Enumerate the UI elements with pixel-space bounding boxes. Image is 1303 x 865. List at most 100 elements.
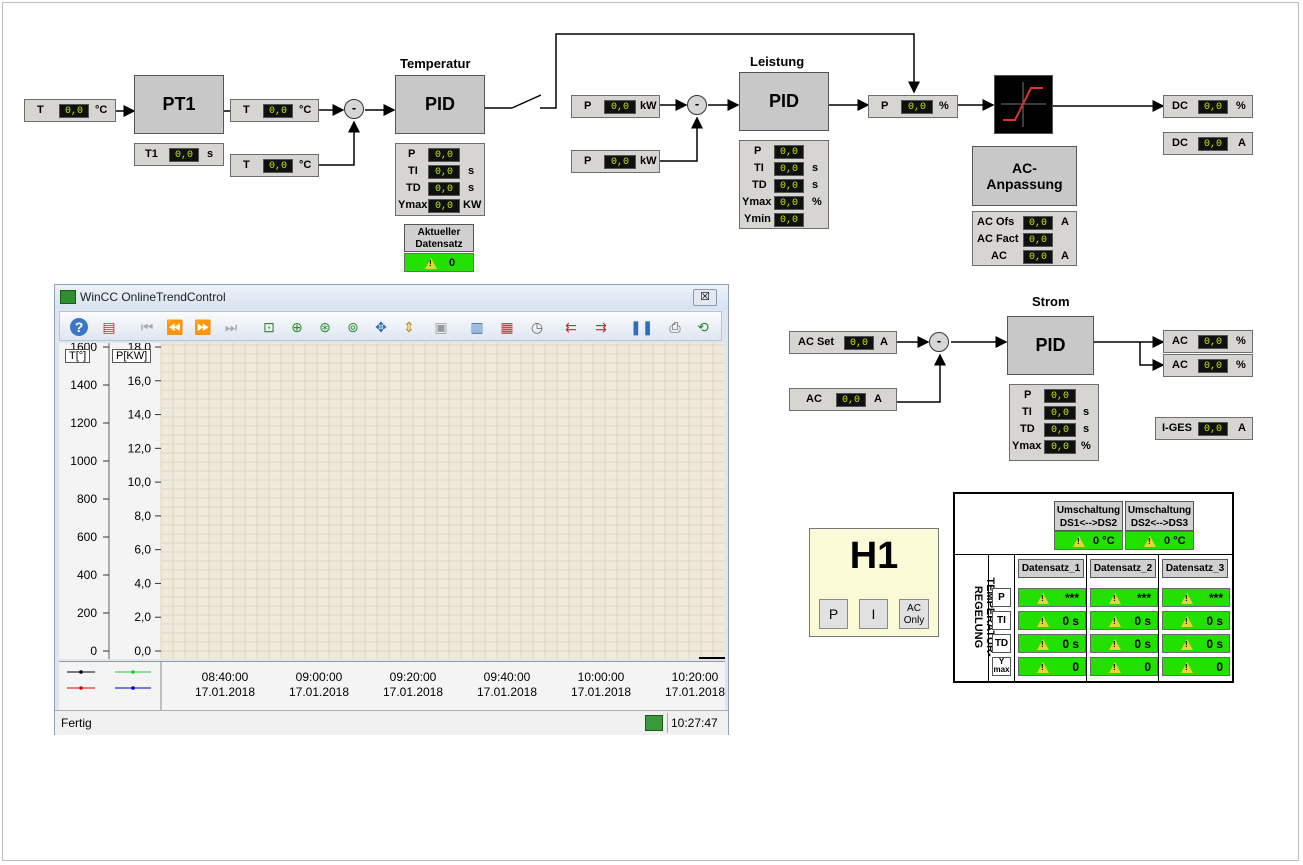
pid-leist-ymax-unit: % xyxy=(812,196,822,208)
stop-icon[interactable]: ❚❚ xyxy=(630,319,654,335)
input-t-value[interactable]: 0,0 xyxy=(59,104,89,118)
close-icon[interactable]: ☒ xyxy=(693,289,717,306)
h1-i-button[interactable]: I xyxy=(859,599,888,629)
help-icon[interactable]: ? xyxy=(70,318,88,336)
trend-app-icon xyxy=(60,290,76,304)
param-cell-value: *** xyxy=(1064,591,1079,605)
pid-temp-td-value[interactable]: 0,0 xyxy=(428,182,460,196)
param-cell[interactable]: *** xyxy=(1018,588,1086,607)
umschaltung-ds2-ds3-button[interactable]: Umschaltung DS2<-->DS3 xyxy=(1125,501,1194,531)
pid-strom-block[interactable]: PID xyxy=(1007,316,1094,375)
summing-junction-leistung: - xyxy=(687,95,707,115)
original-view-icon[interactable]: ▣ xyxy=(434,319,448,335)
p-in1-value[interactable]: 0,0 xyxy=(604,100,636,114)
ac-in-unit: A xyxy=(874,393,882,405)
pid-temperatur-block[interactable]: PID xyxy=(395,75,485,134)
first-record-icon[interactable]: ⏮ xyxy=(140,319,154,335)
pid-leist-p-value[interactable]: 0,0 xyxy=(774,145,804,159)
zoom-time-axis-icon[interactable]: ⊛ xyxy=(319,319,331,335)
y1-tick-label: 1000 xyxy=(70,454,97,468)
pid-strom-ti-label: TI xyxy=(1022,406,1032,418)
pid-temp-ymax-value[interactable]: 0,0 xyxy=(428,199,460,213)
p-out-value[interactable]: 0,0 xyxy=(901,100,933,114)
pt1-t1-box: T1 0,0 s xyxy=(134,143,224,166)
warning-icon xyxy=(1037,639,1049,650)
pid-temp-ti-unit: s xyxy=(468,165,475,177)
zoom-in-icon[interactable]: ⊕ xyxy=(291,319,303,335)
ac-value[interactable]: 0,0 xyxy=(1023,250,1053,264)
ac-ofs-value[interactable]: 0,0 xyxy=(1023,216,1053,230)
pt1-t1-value[interactable]: 0,0 xyxy=(169,148,199,162)
config-dialog-icon[interactable]: ▤ xyxy=(102,319,116,335)
print-icon[interactable]: ⎙ xyxy=(669,319,681,335)
pid-leist-ti-value[interactable]: 0,0 xyxy=(774,162,804,176)
ac-in-value[interactable]: 0,0 xyxy=(836,393,866,407)
ac-set-value[interactable]: 0,0 xyxy=(844,336,874,350)
zoom-value-axis-icon[interactable]: ⊚ xyxy=(347,319,359,335)
move-curves-icon[interactable]: ✥ xyxy=(375,319,387,335)
move-axes-icon[interactable]: ⇕ xyxy=(403,319,415,335)
datensatz-column-header[interactable]: Datensatz_1 xyxy=(1018,559,1084,578)
warning-icon xyxy=(1109,662,1121,673)
pid-temp-ti-value[interactable]: 0,0 xyxy=(428,165,460,179)
pid-strom-ymax-value[interactable]: 0,0 xyxy=(1044,440,1076,454)
p-in2-value[interactable]: 0,0 xyxy=(604,155,636,169)
trend-plot-area[interactable]: 16001400120010008006004002000 18,016,014… xyxy=(59,340,725,659)
x-tick-time: 09:40:00 xyxy=(483,670,531,684)
param-cell-value: 0 s xyxy=(1134,637,1151,651)
param-cell[interactable]: *** xyxy=(1162,588,1230,607)
dc2-value[interactable]: 0,0 xyxy=(1198,137,1228,151)
pid-leist-ymin-value[interactable]: 0,0 xyxy=(774,213,804,227)
iges-value[interactable]: 0,0 xyxy=(1198,422,1228,436)
param-cell[interactable]: *** xyxy=(1090,588,1158,607)
h1-p-button[interactable]: P xyxy=(819,599,848,629)
previous-record-icon[interactable]: ⏪ xyxy=(166,319,184,335)
param-cell[interactable]: 0 s xyxy=(1090,611,1158,630)
t-out1-box: T 0,0 °C xyxy=(230,99,319,122)
dc1-value[interactable]: 0,0 xyxy=(1198,100,1228,114)
select-data-icon[interactable]: ▥ xyxy=(470,319,484,335)
last-record-icon[interactable]: ⏭ xyxy=(224,319,238,335)
ac-out1-value[interactable]: 0,0 xyxy=(1198,335,1228,349)
pid-strom-ti-value[interactable]: 0,0 xyxy=(1044,406,1076,420)
ac-ofs-label: AC Ofs xyxy=(977,216,1015,228)
ac-in-label: AC xyxy=(806,393,822,405)
next-trend-icon[interactable]: ⇉ xyxy=(595,319,607,335)
param-cell[interactable]: 0 s xyxy=(1162,634,1230,653)
pid-strom-td-value[interactable]: 0,0 xyxy=(1044,423,1076,437)
export-icon[interactable]: ⟲ xyxy=(697,319,709,335)
datensatz-column-header[interactable]: Datensatz_3 xyxy=(1162,559,1228,578)
pt1-block[interactable]: PT1 xyxy=(134,75,224,134)
time-range-icon[interactable]: ◷ xyxy=(530,319,544,335)
pid-leist-td-value[interactable]: 0,0 xyxy=(774,179,804,193)
param-cell[interactable]: 0 s xyxy=(1090,634,1158,653)
param-cell[interactable]: 0 s xyxy=(1018,611,1086,630)
previous-trend-icon[interactable]: ⇇ xyxy=(565,319,577,335)
param-cell[interactable]: 0 xyxy=(1162,657,1230,676)
t-out1-value[interactable]: 0,0 xyxy=(263,104,293,118)
param-cell[interactable]: 0 xyxy=(1018,657,1086,676)
param-cell[interactable]: 0 xyxy=(1090,657,1158,676)
warning-icon xyxy=(1181,593,1193,604)
ac-anpassung-block[interactable]: AC- Anpassung xyxy=(972,146,1077,206)
param-cell[interactable]: 0 s xyxy=(1018,634,1086,653)
select-trends-icon[interactable]: ▦ xyxy=(500,319,514,335)
heading-leistung: Leistung xyxy=(750,54,805,69)
param-cell[interactable]: 0 s xyxy=(1162,611,1230,630)
next-record-icon[interactable]: ⏩ xyxy=(194,319,212,335)
t-out2-value[interactable]: 0,0 xyxy=(263,159,293,173)
pid-temp-p-value[interactable]: 0,0 xyxy=(428,148,460,162)
pid-leistung-block[interactable]: PID xyxy=(739,72,829,131)
trend-toolbar: ? ▤ ⏮ ⏪ ⏩ ⏭ ⊡ ⊕ ⊛ ⊚ ✥ ⇕ ▣ ▥ ▦ ◷ ⇇ ⇉ ❚❚ ⎙… xyxy=(59,311,722,341)
umschaltung-ds1-ds2-button[interactable]: Umschaltung DS1<-->DS2 xyxy=(1054,501,1123,531)
limiter-icon[interactable] xyxy=(994,75,1053,134)
datensatz-column-header[interactable]: Datensatz_2 xyxy=(1090,559,1156,578)
zoom-area-icon[interactable]: ⊡ xyxy=(263,319,275,335)
y2-tick-label: 4,0 xyxy=(134,576,151,590)
h1-ac-only-button[interactable]: AC Only xyxy=(899,599,929,629)
pid-leist-ymax-value[interactable]: 0,0 xyxy=(774,196,804,210)
ac-out2-value[interactable]: 0,0 xyxy=(1198,359,1228,373)
ac-fact-value[interactable]: 0,0 xyxy=(1023,233,1053,247)
pid-strom-p-value[interactable]: 0,0 xyxy=(1044,389,1076,403)
